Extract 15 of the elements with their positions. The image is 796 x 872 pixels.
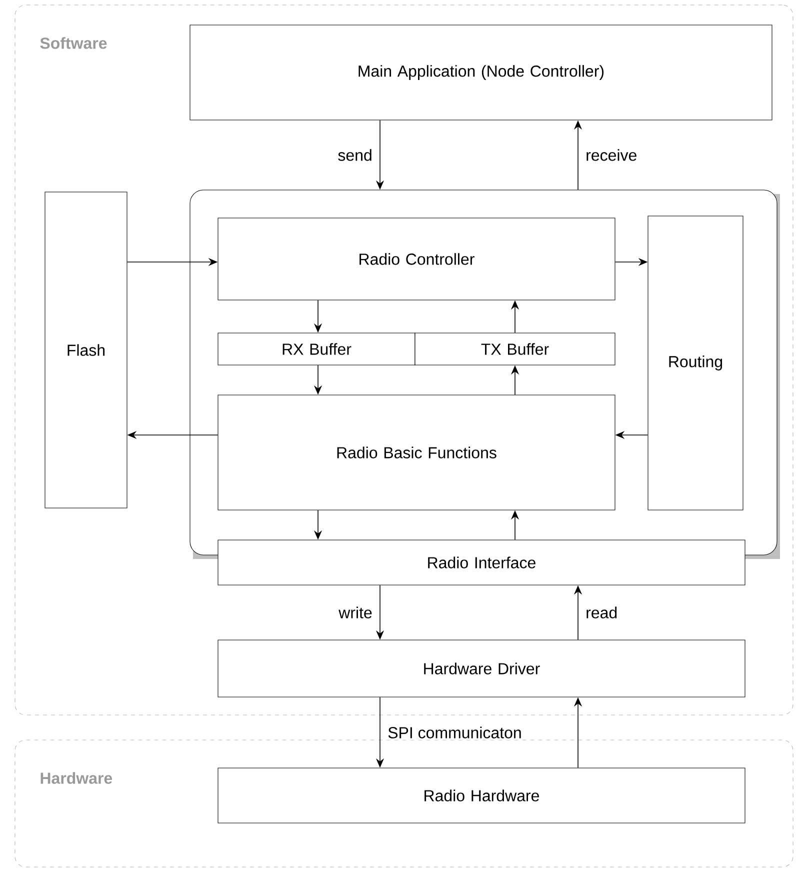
process-box: Radio Controller <box>218 218 616 300</box>
process-box: Routing <box>648 216 744 510</box>
edge-label: receive <box>586 149 636 161</box>
process-box: Radio Hardware <box>218 768 746 824</box>
process-box: Hardware Driver <box>218 640 746 698</box>
edge-label: SPI communicaton <box>388 726 521 738</box>
process-box: Radio Basic Functions <box>218 394 616 510</box>
process-box: RX Buffer <box>218 332 416 366</box>
process-box: Flash <box>44 192 128 508</box>
edge-label: read <box>586 606 617 618</box>
edge-label: write <box>338 606 372 618</box>
process-box: Radio Interface <box>218 540 746 586</box>
process-box: TX Buffer <box>414 332 616 366</box>
process-box: Main Application (Node Controller) <box>190 24 772 120</box>
edge-label: send <box>338 149 372 161</box>
